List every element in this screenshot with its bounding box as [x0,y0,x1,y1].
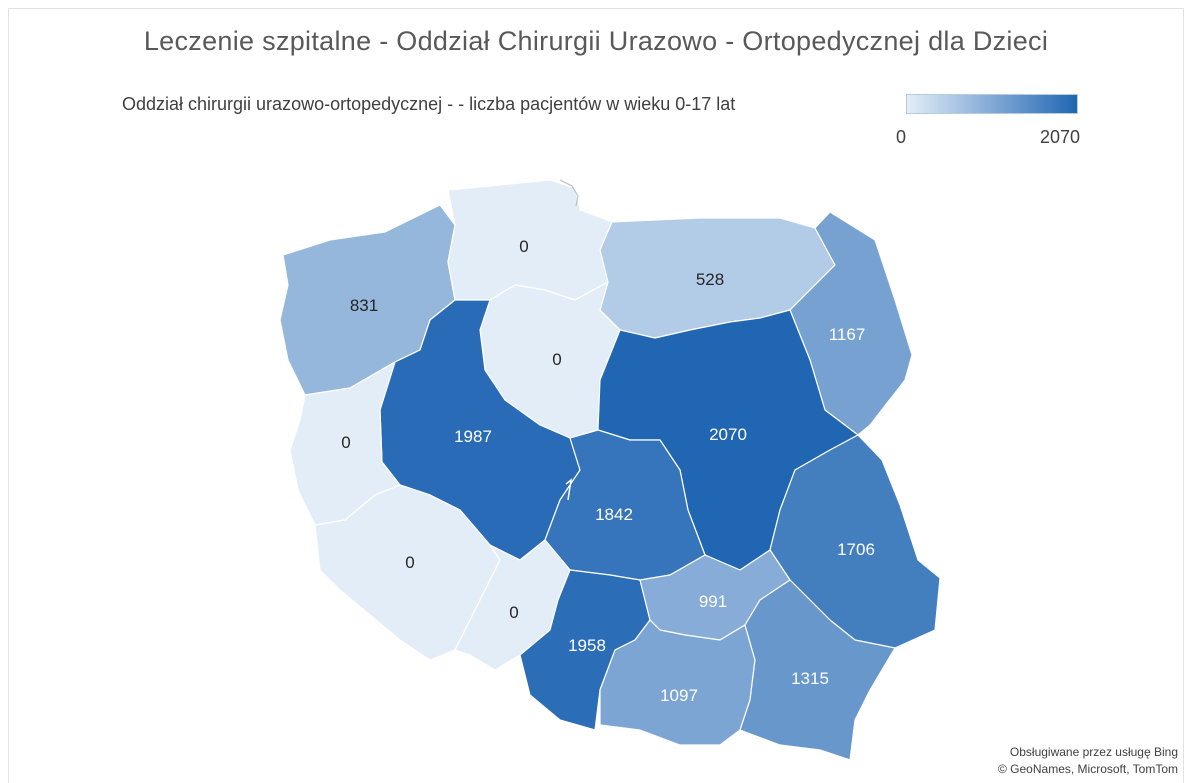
value-label: 0 [519,237,528,256]
value-label: 1987 [454,427,492,446]
legend-min-label: 0 [896,127,907,147]
value-label: 0 [509,603,518,622]
region-podlaskie[interactable] [789,211,913,436]
attribution-line-2: © GeoNames, Microsoft, TomTom [998,762,1178,776]
map-frame [8,8,1184,783]
value-label: 528 [696,270,724,289]
value-label: 2070 [709,425,747,444]
value-label: 1842 [595,505,633,524]
value-label: 0 [552,350,561,369]
value-label: 831 [350,296,378,315]
value-label: 991 [699,592,727,611]
value-label: 1706 [837,540,875,559]
region-opolskie[interactable] [454,539,571,671]
region-marker-line [565,478,573,501]
region-pomorskie[interactable] [447,179,613,301]
region-labels: 831 0 528 1167 0 1987 2070 0 1842 1706 0… [341,237,875,705]
value-label: 0 [405,553,414,572]
value-label: 1167 [829,325,866,344]
value-label: 1958 [568,636,606,655]
map-title: Leczenie szpitalne - Oddział Chirurgii U… [143,26,1049,56]
legend-color-scale [906,94,1078,114]
value-label: 0 [341,433,350,452]
legend-max-label: 2070 [1040,127,1081,147]
legend-title: Oddział chirurgii urazowo-ortopedycznej … [122,94,736,114]
attribution-line-1: Obsługiwane przez usługę Bing [1009,745,1178,759]
baltic-coast-line [559,179,579,207]
value-label: 1097 [660,686,698,705]
region-podkarpackie[interactable] [739,579,896,761]
value-label: 1315 [791,669,829,688]
